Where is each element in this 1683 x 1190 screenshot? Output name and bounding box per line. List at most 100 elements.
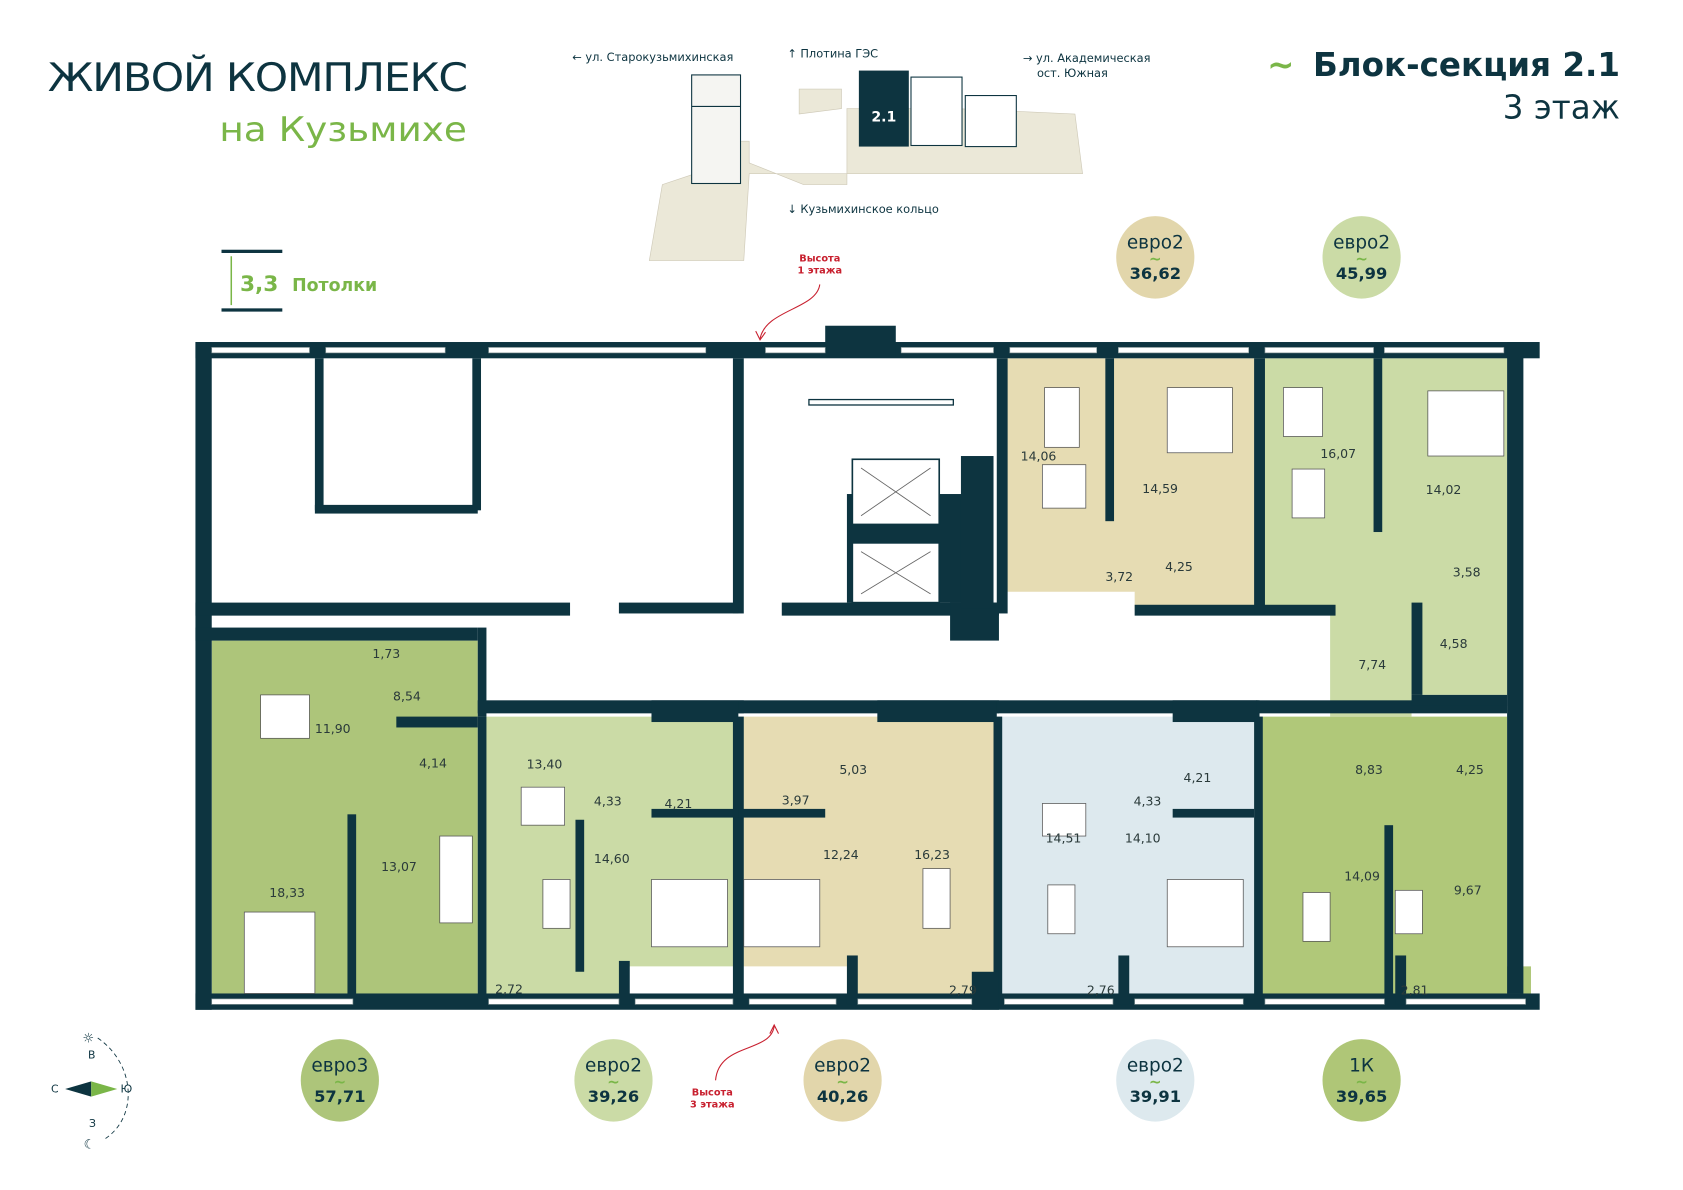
arrow-icon <box>759 284 821 339</box>
street-north: ↑ Плотина ГЭС <box>787 47 878 61</box>
wall <box>960 456 994 609</box>
wall <box>314 504 478 514</box>
tilde-icon: ~ <box>333 1073 346 1091</box>
window <box>488 347 707 354</box>
badge-background <box>574 1039 653 1122</box>
room-area-label: 4,14 <box>419 756 447 771</box>
room-area-label: 14,02 <box>1426 482 1462 497</box>
window <box>1009 347 1097 354</box>
room-area-label: 2,72 <box>495 981 523 996</box>
room-area-label: 8,54 <box>393 688 421 703</box>
furniture <box>542 879 571 929</box>
apartment-badge[interactable]: 1К~39,65 <box>1322 1039 1401 1122</box>
wall <box>738 808 826 818</box>
apartment-badge[interactable]: евро2~36,62 <box>1116 216 1195 299</box>
room-area-label: 2,76 <box>1087 983 1115 998</box>
badge-background <box>803 1039 882 1122</box>
room-area-label: 4,33 <box>594 794 622 809</box>
furniture <box>1044 387 1080 448</box>
apartment-area: 36,62 <box>1130 264 1181 283</box>
street-east-1: → ул. Академическая <box>1023 51 1151 65</box>
logo-line2: на Кузьмихе <box>219 110 467 149</box>
apartment-badge[interactable]: евро3~57,71 <box>300 1039 379 1122</box>
window <box>488 998 620 1005</box>
apartment-area: 40,26 <box>817 1087 868 1106</box>
tilde-icon: ~ <box>607 1073 620 1091</box>
apartment-type: евро2 <box>1333 233 1390 254</box>
wall <box>877 700 997 723</box>
apartment-type: евро3 <box>311 1056 368 1077</box>
room-area-label: 14,60 <box>594 851 630 866</box>
building-label: 2.1 <box>871 110 896 126</box>
street-west: ← ул. Старокузьмихинская <box>572 50 733 64</box>
building-2-2 <box>910 76 963 147</box>
window <box>1134 998 1244 1005</box>
compass-west: З <box>89 1117 96 1130</box>
wall <box>1118 955 1130 1005</box>
apartment-type: евро2 <box>1127 1056 1184 1077</box>
wall <box>996 358 1008 614</box>
furniture <box>1394 889 1423 935</box>
apartment-euro2-40-26 <box>738 716 997 1005</box>
wall <box>347 814 357 999</box>
room-area-label: 2,79 <box>949 983 977 998</box>
marker-text-1: Высота <box>692 1088 733 1099</box>
stair-rail <box>808 398 954 406</box>
wall <box>781 602 999 616</box>
badge-background <box>1322 216 1401 299</box>
room-area-label: 14,51 <box>1046 831 1082 846</box>
room-area-label: 18,33 <box>269 885 305 900</box>
apartment-area: 57,71 <box>314 1087 365 1106</box>
compass: ☼ В С Ю З ☾ <box>51 1031 132 1152</box>
room-area-label: 5,03 <box>839 762 867 777</box>
apartment-badge[interactable]: евро2~40,26 <box>803 1039 882 1122</box>
ceiling-label: Потолки <box>292 276 377 296</box>
wall <box>971 971 999 1010</box>
room-area-label: 4,33 <box>1134 794 1162 809</box>
furniture <box>1166 879 1244 948</box>
furniture <box>1166 387 1233 454</box>
wall <box>1172 808 1255 818</box>
badge-background <box>1116 216 1195 299</box>
floor-number: 3 этаж <box>1503 88 1620 126</box>
badge-background <box>1116 1039 1195 1122</box>
apartment-badge[interactable]: евро2~45,99 <box>1322 216 1401 299</box>
window <box>1405 998 1526 1005</box>
apartment-1k <box>1256 716 1531 1005</box>
apartment-badge[interactable]: евро2~39,91 <box>1116 1039 1195 1122</box>
wall <box>825 325 896 357</box>
wall <box>477 627 487 717</box>
room-area-label: 11,90 <box>315 721 351 736</box>
compass-south: Ю <box>121 1082 133 1095</box>
furniture <box>1041 464 1087 509</box>
room-area-label: 12,24 <box>823 847 859 862</box>
wall <box>950 602 999 641</box>
ceiling-height: 3,3 Потолки <box>221 249 377 312</box>
room-area-label: 3,72 <box>1105 569 1133 584</box>
tilde-icon: ~ <box>836 1073 849 1091</box>
furniture <box>1427 390 1505 457</box>
room-area-label: 4,25 <box>1165 559 1193 574</box>
furniture <box>743 879 821 948</box>
apartment-type: евро2 <box>585 1056 642 1077</box>
logo: ЖИВОЙ КОМПЛЕКС на Кузьмихе <box>48 54 468 149</box>
room-area-label: 4,25 <box>1456 762 1484 777</box>
window <box>1264 347 1374 354</box>
wall <box>195 627 478 641</box>
window <box>211 998 354 1005</box>
ceiling-value: 3,3 <box>240 272 278 297</box>
marker-text-2: 1 этажа <box>798 266 843 277</box>
wall <box>1254 716 1263 999</box>
compass-needle-icon <box>65 1081 92 1097</box>
window <box>857 998 973 1005</box>
room-area-label: 2,81 <box>1401 983 1429 998</box>
furniture <box>1047 884 1076 935</box>
compass-east: В <box>88 1049 95 1062</box>
room-area-label: 14,09 <box>1344 869 1380 884</box>
room-area-label: 14,59 <box>1142 481 1178 496</box>
room-area-label: 4,58 <box>1440 636 1468 651</box>
window <box>900 347 994 354</box>
wall <box>1134 604 1336 616</box>
apartment-badge[interactable]: евро2~39,26 <box>574 1039 653 1122</box>
